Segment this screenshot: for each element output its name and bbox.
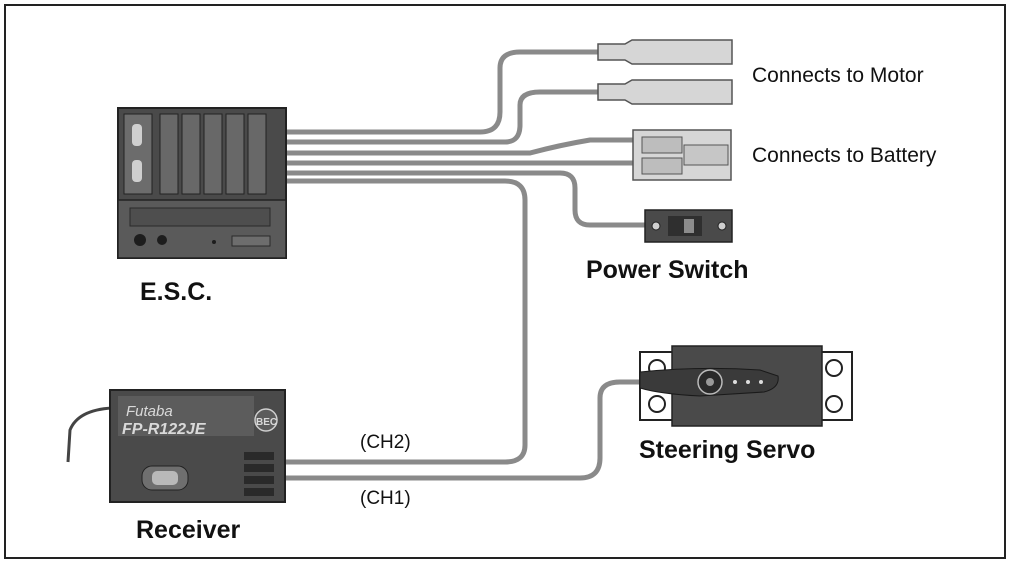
power-switch-unit bbox=[644, 209, 733, 243]
ch2-label: (CH2) bbox=[360, 432, 411, 453]
receiver-band-mark: BEC bbox=[256, 417, 277, 428]
receiver-label: Receiver bbox=[136, 516, 241, 544]
esc-battery-wires bbox=[285, 137, 633, 166]
motor-connectors bbox=[597, 39, 733, 105]
receiver-antenna bbox=[66, 406, 113, 463]
esc-label: E.S.C. bbox=[140, 278, 213, 306]
ch1-label: (CH1) bbox=[360, 488, 411, 509]
battery-label: Connects to Battery bbox=[752, 144, 937, 167]
steering-servo-unit bbox=[639, 345, 853, 427]
receiver-ch1-wire bbox=[285, 379, 645, 481]
power-switch-label: Power Switch bbox=[586, 256, 749, 284]
esc-unit bbox=[117, 107, 287, 259]
steering-servo-label: Steering Servo bbox=[639, 436, 816, 464]
motor-label: Connects to Motor bbox=[752, 64, 924, 87]
esc-motor-wires bbox=[282, 49, 603, 145]
receiver-model-mark: FP-R122JE bbox=[122, 421, 207, 438]
receiver-unit: Futaba FP-R122JE BEC bbox=[109, 389, 286, 503]
esc-switch-wire bbox=[285, 170, 645, 228]
receiver-ch2-wire bbox=[285, 178, 528, 465]
battery-connector bbox=[632, 129, 732, 181]
receiver-brand-mark: Futaba bbox=[126, 403, 173, 420]
